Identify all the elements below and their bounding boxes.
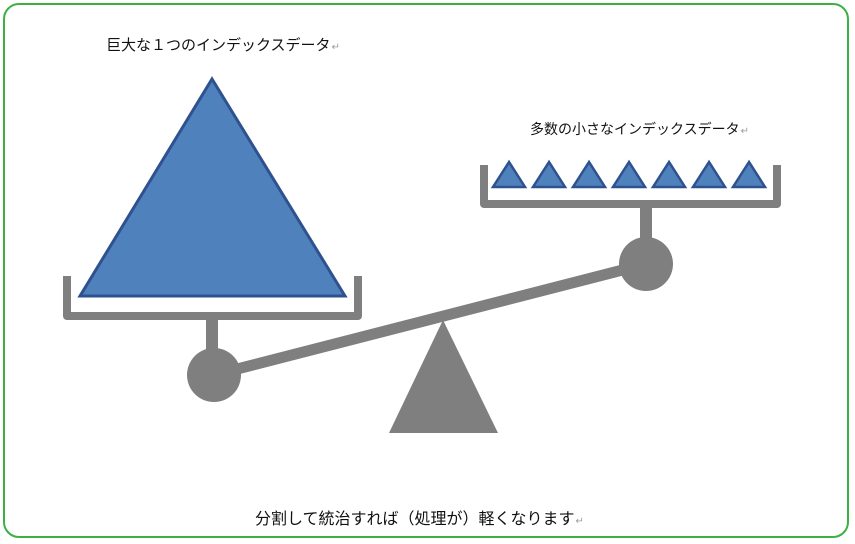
small-index-triangles [490, 159, 768, 189]
fulcrum-triangle [389, 320, 498, 433]
right-weight-ball [619, 237, 673, 291]
small-index-triangle [530, 159, 568, 189]
large-index-label: 巨大な１つのインデックスデータ↵ [106, 34, 340, 55]
small-index-text: 多数の小さなインデックスデータ [530, 122, 740, 138]
small-index-triangle [610, 159, 648, 189]
left-tray [63, 276, 362, 320]
caption: 分割して統治すれば（処理が）軽くなります↵ [255, 505, 584, 529]
paragraph-mark-icon: ↵ [740, 126, 749, 137]
small-index-triangle [730, 159, 768, 189]
small-index-triangle [490, 159, 528, 189]
large-index-text: 巨大な１つのインデックスデータ [106, 36, 331, 54]
small-index-triangle [690, 159, 728, 189]
small-index-label: 多数の小さなインデックスデータ↵ [530, 119, 749, 139]
caption-text: 分割して統治すれば（処理が）軽くなります [255, 509, 575, 528]
seesaw-beam [212, 258, 648, 381]
right-post [640, 203, 652, 245]
large-index-triangle [77, 76, 348, 298]
right-tray [480, 165, 781, 208]
small-index-triangle [570, 159, 608, 189]
diagram-frame [3, 3, 849, 538]
paragraph-mark-icon: ↵ [575, 516, 584, 527]
left-weight-ball [187, 348, 241, 402]
small-index-triangle [650, 159, 688, 189]
paragraph-mark-icon: ↵ [331, 42, 340, 53]
left-post [206, 316, 218, 358]
